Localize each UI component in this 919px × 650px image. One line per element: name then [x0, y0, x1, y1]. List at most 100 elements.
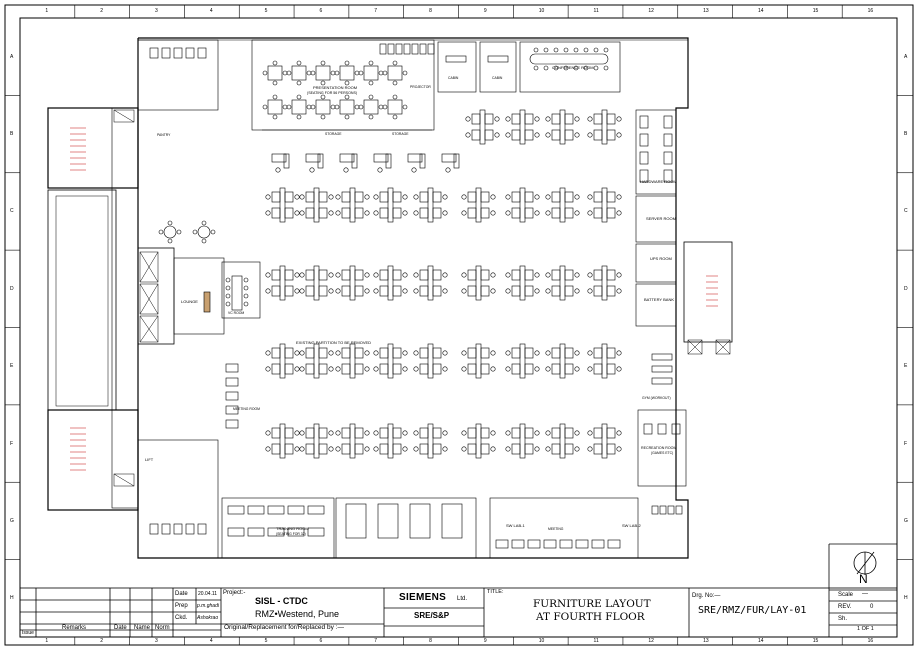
room-presentation-title: PRESENTATION ROOM [313, 85, 358, 90]
storage-unit [387, 43, 395, 55]
presentation-table [334, 94, 360, 120]
department: SRE/S&P [414, 611, 450, 620]
toilet-cubicle [161, 47, 171, 59]
grid-column-label: 11 [593, 8, 599, 14]
storage-unit [403, 43, 411, 55]
workstation-pod [413, 343, 448, 379]
workstation-pod [545, 265, 580, 301]
scale-value: — [862, 591, 868, 597]
grid-row-label: D [904, 285, 908, 292]
toilet-cubicle [197, 523, 207, 535]
presentation-table [262, 94, 288, 120]
room-meeting: MEETING [548, 527, 564, 531]
grid-column-label: 7 [374, 638, 378, 644]
workstation-pod [461, 423, 496, 459]
storage-unit [427, 43, 435, 55]
lab-bench [345, 503, 367, 539]
presentation-table [358, 60, 384, 86]
grid-column-label: 16 [867, 638, 874, 644]
game-table [671, 423, 681, 435]
grid-column-label: 2 [100, 8, 103, 14]
grid-column-label: 10 [538, 638, 545, 644]
drawing-number-label: Drg. No:— [692, 593, 721, 599]
grid-column-label: 6 [319, 638, 323, 644]
workstation-pod [545, 109, 580, 145]
grid-row-label: F [10, 440, 14, 447]
room-recreation: RECREATION ROOM [641, 446, 677, 450]
workstation-pod [505, 187, 540, 223]
rev-label: REV. [838, 604, 852, 610]
room-vc: VC ROOM [228, 311, 245, 315]
partition-note: EXISTING PARTITION TO BE REMOVED [296, 340, 372, 345]
training-desk [287, 527, 305, 537]
workstation-pod [265, 423, 300, 459]
workstation-pod [265, 343, 300, 379]
training-desk [247, 527, 265, 537]
conference-table [529, 47, 609, 71]
single-desk [271, 153, 290, 173]
grid-column-label: 9 [483, 8, 487, 14]
grid-column-label: 15 [812, 8, 819, 14]
project-location: RMZ•Westend, Pune [255, 609, 340, 619]
training-desk [227, 527, 245, 537]
single-desk [441, 153, 460, 173]
workstation-pod [461, 265, 496, 301]
ckd-label: Ckd. [175, 615, 188, 621]
gym-equipment [651, 377, 673, 385]
room-battery: BATTERY BANK [644, 297, 675, 302]
cabin-desk [487, 55, 509, 63]
date-value: 20.04.11 [198, 591, 218, 597]
presentation-table [382, 94, 408, 120]
room-sw-lab-1: SW LAB-1 [506, 523, 525, 528]
workstation-pod [335, 187, 370, 223]
room-ups: UPS ROOM [650, 256, 672, 261]
game-table [657, 423, 667, 435]
lab-bench [377, 503, 399, 539]
grid-column-label: 12 [648, 638, 654, 644]
toilet-cubicle [161, 523, 171, 535]
prep-value: p.m.ghadi [197, 603, 219, 609]
side-desk [639, 151, 649, 165]
name-label: Name [134, 625, 151, 631]
side-desk [225, 419, 239, 429]
workstation-pod [413, 265, 448, 301]
rev-value: 0 [870, 604, 874, 610]
cabinet [675, 505, 683, 515]
round-table [158, 220, 182, 244]
replacement-note: Original/Replacement for/Replaced by :— [224, 624, 344, 631]
presentation-table [310, 94, 336, 120]
room-projector: PROJECTOR [410, 85, 431, 89]
workstation-pod [265, 187, 300, 223]
cabinet [667, 505, 675, 515]
toilet-cubicle [149, 523, 159, 535]
grid-column-label: 13 [703, 8, 709, 14]
room-gym: GYM (WORKOUT) [642, 396, 671, 400]
grid-row-label: F [904, 440, 908, 447]
presentation-table [334, 60, 360, 86]
cabinet [659, 505, 667, 515]
grid-row-label: C [10, 208, 14, 215]
grid-row-label: A [904, 53, 908, 60]
grid-column-label: 12 [648, 8, 654, 14]
workstation-pod [373, 265, 408, 301]
grid-row-label: E [10, 363, 14, 370]
cabinet [651, 505, 659, 515]
presentation-table [286, 94, 312, 120]
grid-row-label: B [10, 131, 14, 138]
room-storage-1: STORAGE [325, 132, 342, 136]
workstation-pod [587, 423, 622, 459]
lab-desk [575, 539, 589, 549]
furniture-layer [149, 43, 683, 549]
grid-row-label: E [904, 363, 908, 370]
side-desk [225, 405, 239, 415]
grid-column-label: 5 [264, 8, 268, 14]
room-server: SERVER ROOM [646, 216, 676, 221]
presentation-table [358, 94, 384, 120]
toilet-cubicle [185, 523, 195, 535]
project-name: SISL - CTDC [255, 596, 308, 606]
room-training: TRAINING ROOM [276, 526, 309, 531]
workstation-pod [373, 343, 408, 379]
toilet-cubicle [197, 47, 207, 59]
grid-column-label: 4 [209, 638, 213, 644]
grid-column-label: 2 [100, 638, 103, 644]
